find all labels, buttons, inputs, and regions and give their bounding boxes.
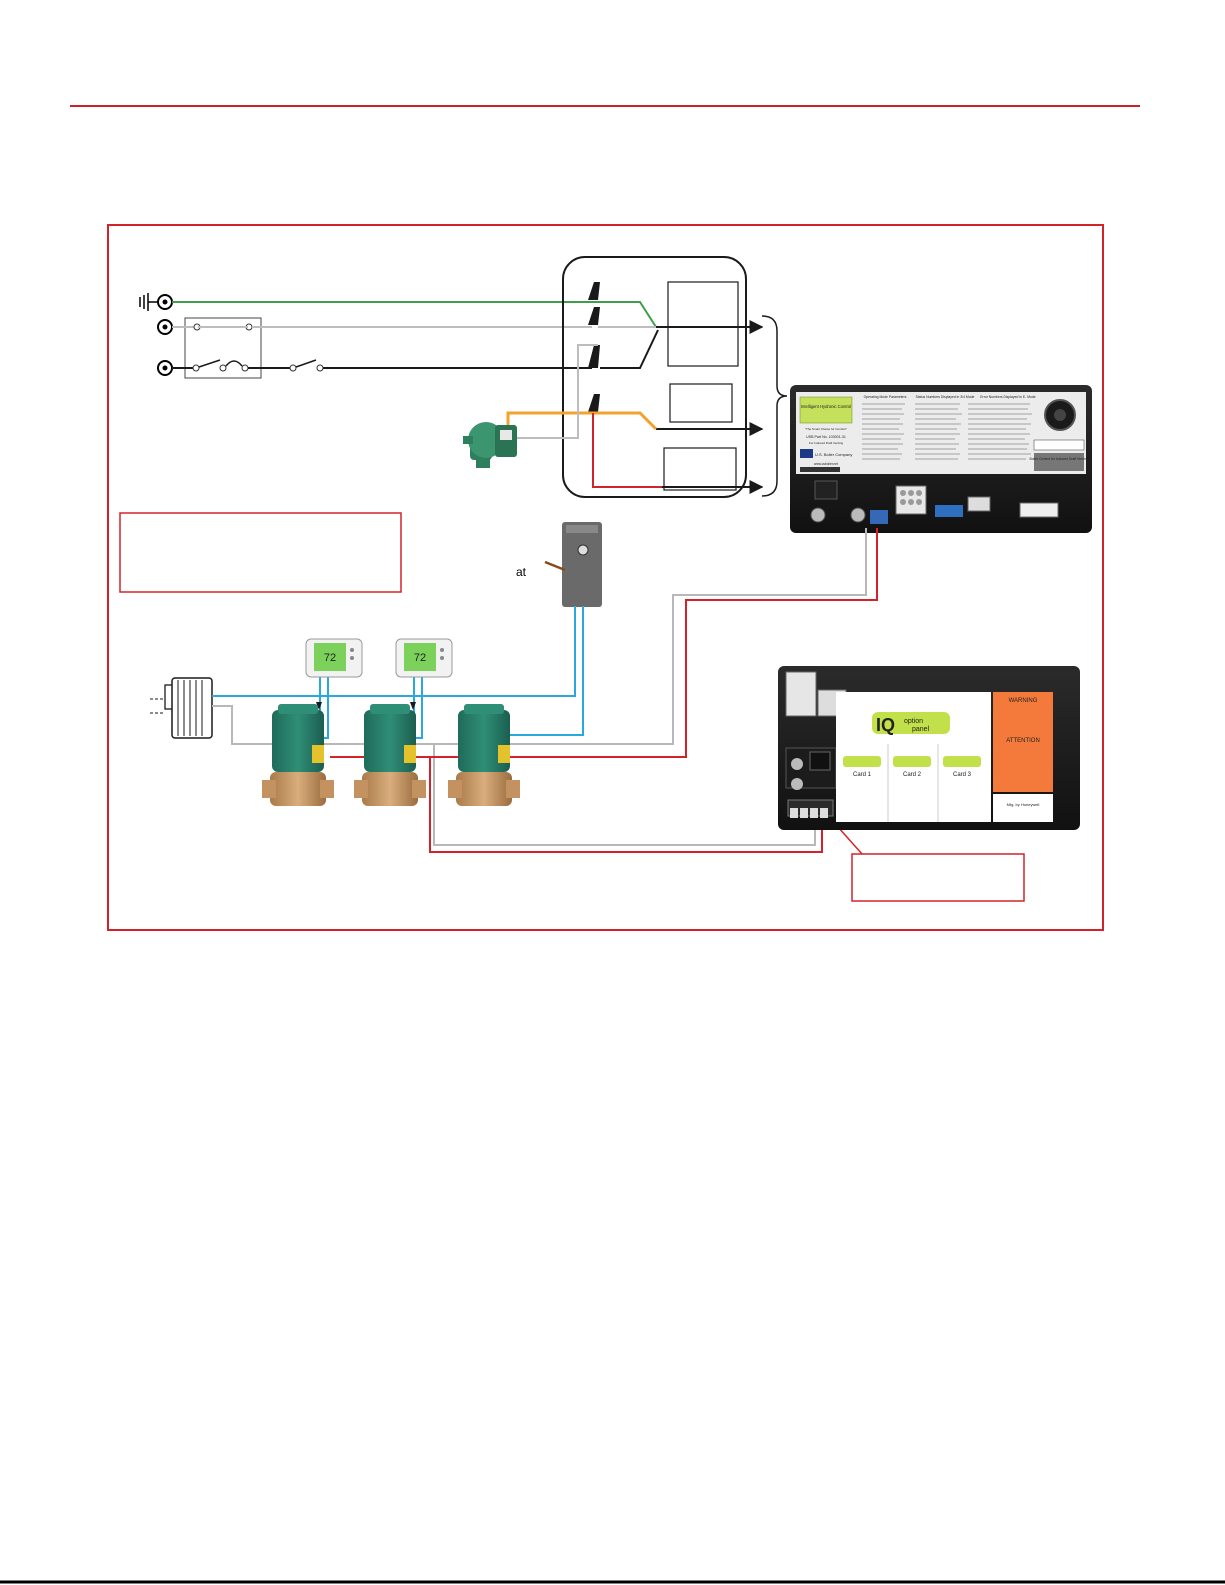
power-supply [139,293,657,379]
ground-wire [172,301,657,328]
callout-box-right [851,853,1025,902]
thermostat-1-reading: 72 [324,652,336,664]
panel-maker: Mfg. by Honeywell [1007,802,1040,807]
circulator-pump-icon [463,422,517,468]
relay-coil-box-3 [663,447,737,491]
control-footer-label: Boiler Control for Induced Draft Venting [1030,457,1089,461]
parameter-lines [862,403,1032,460]
card-2-label: Card 2 [903,772,922,778]
disconnect-box [184,317,262,379]
col2-title: Status Numbers Displayed in 3/4 Mode [916,395,975,399]
zone-valve-icon [448,704,520,806]
card-1-label: Card 1 [853,772,872,778]
brand-tagline: "The Smart Choice for Comfort" [805,427,847,431]
vent-line: For Induced Draft Venting [809,441,844,445]
iq-logo-word-top: option [904,718,923,725]
common-wire [212,528,867,745]
warning-title: WARNING [1009,698,1038,704]
company-name: U.S. Boiler Company [815,452,852,457]
company-website: www.usboiler.net [814,462,838,466]
relay-contact-icon [588,282,600,412]
zone-valve-icon [354,704,426,806]
junction-box [506,256,764,498]
relay-coil-box-1 [667,281,739,367]
brand-panel [799,396,853,424]
thermostat-wire-main [212,606,576,697]
zone-valve-icon [262,704,334,806]
col1-title: Operating Mode Parameters [864,395,907,399]
ground-icon [139,293,158,311]
aquastat-label-fragment: at [516,565,527,579]
diagram-frame [107,224,1104,931]
thermostat-icon [395,638,453,710]
control-red-wire [592,413,662,488]
callout-box-left [119,512,402,593]
pump-wire [506,411,658,432]
iq-option-panel: IQ option panel Card 1 Card 2 Card 3 WAR… [778,666,1080,830]
iq-logo-letters: IQ [876,715,895,735]
terminal-icon [157,294,173,376]
iq-logo-word-bottom: panel [912,726,930,733]
thermostat-icon [305,638,363,710]
col3-title: Error Numbers Displayed in E- Mode [980,395,1036,399]
indirect-tank-icon [150,677,213,739]
relay-coil-box-2 [669,383,733,423]
card-3-label: Card 3 [953,772,972,778]
part-number: USB Part No. 103001-31 [806,435,846,439]
aquastat-icon [544,522,602,607]
connection-bracket [761,315,788,497]
thermostat-2-reading: 72 [414,652,426,664]
brand-panel-label: Intelligent Hydronic Control [801,404,851,409]
boiler-control: Intelligent Hydronic Control "The Smart … [790,385,1092,533]
attention-title: ATTENTION [1006,738,1040,744]
switch-icon [172,359,324,372]
